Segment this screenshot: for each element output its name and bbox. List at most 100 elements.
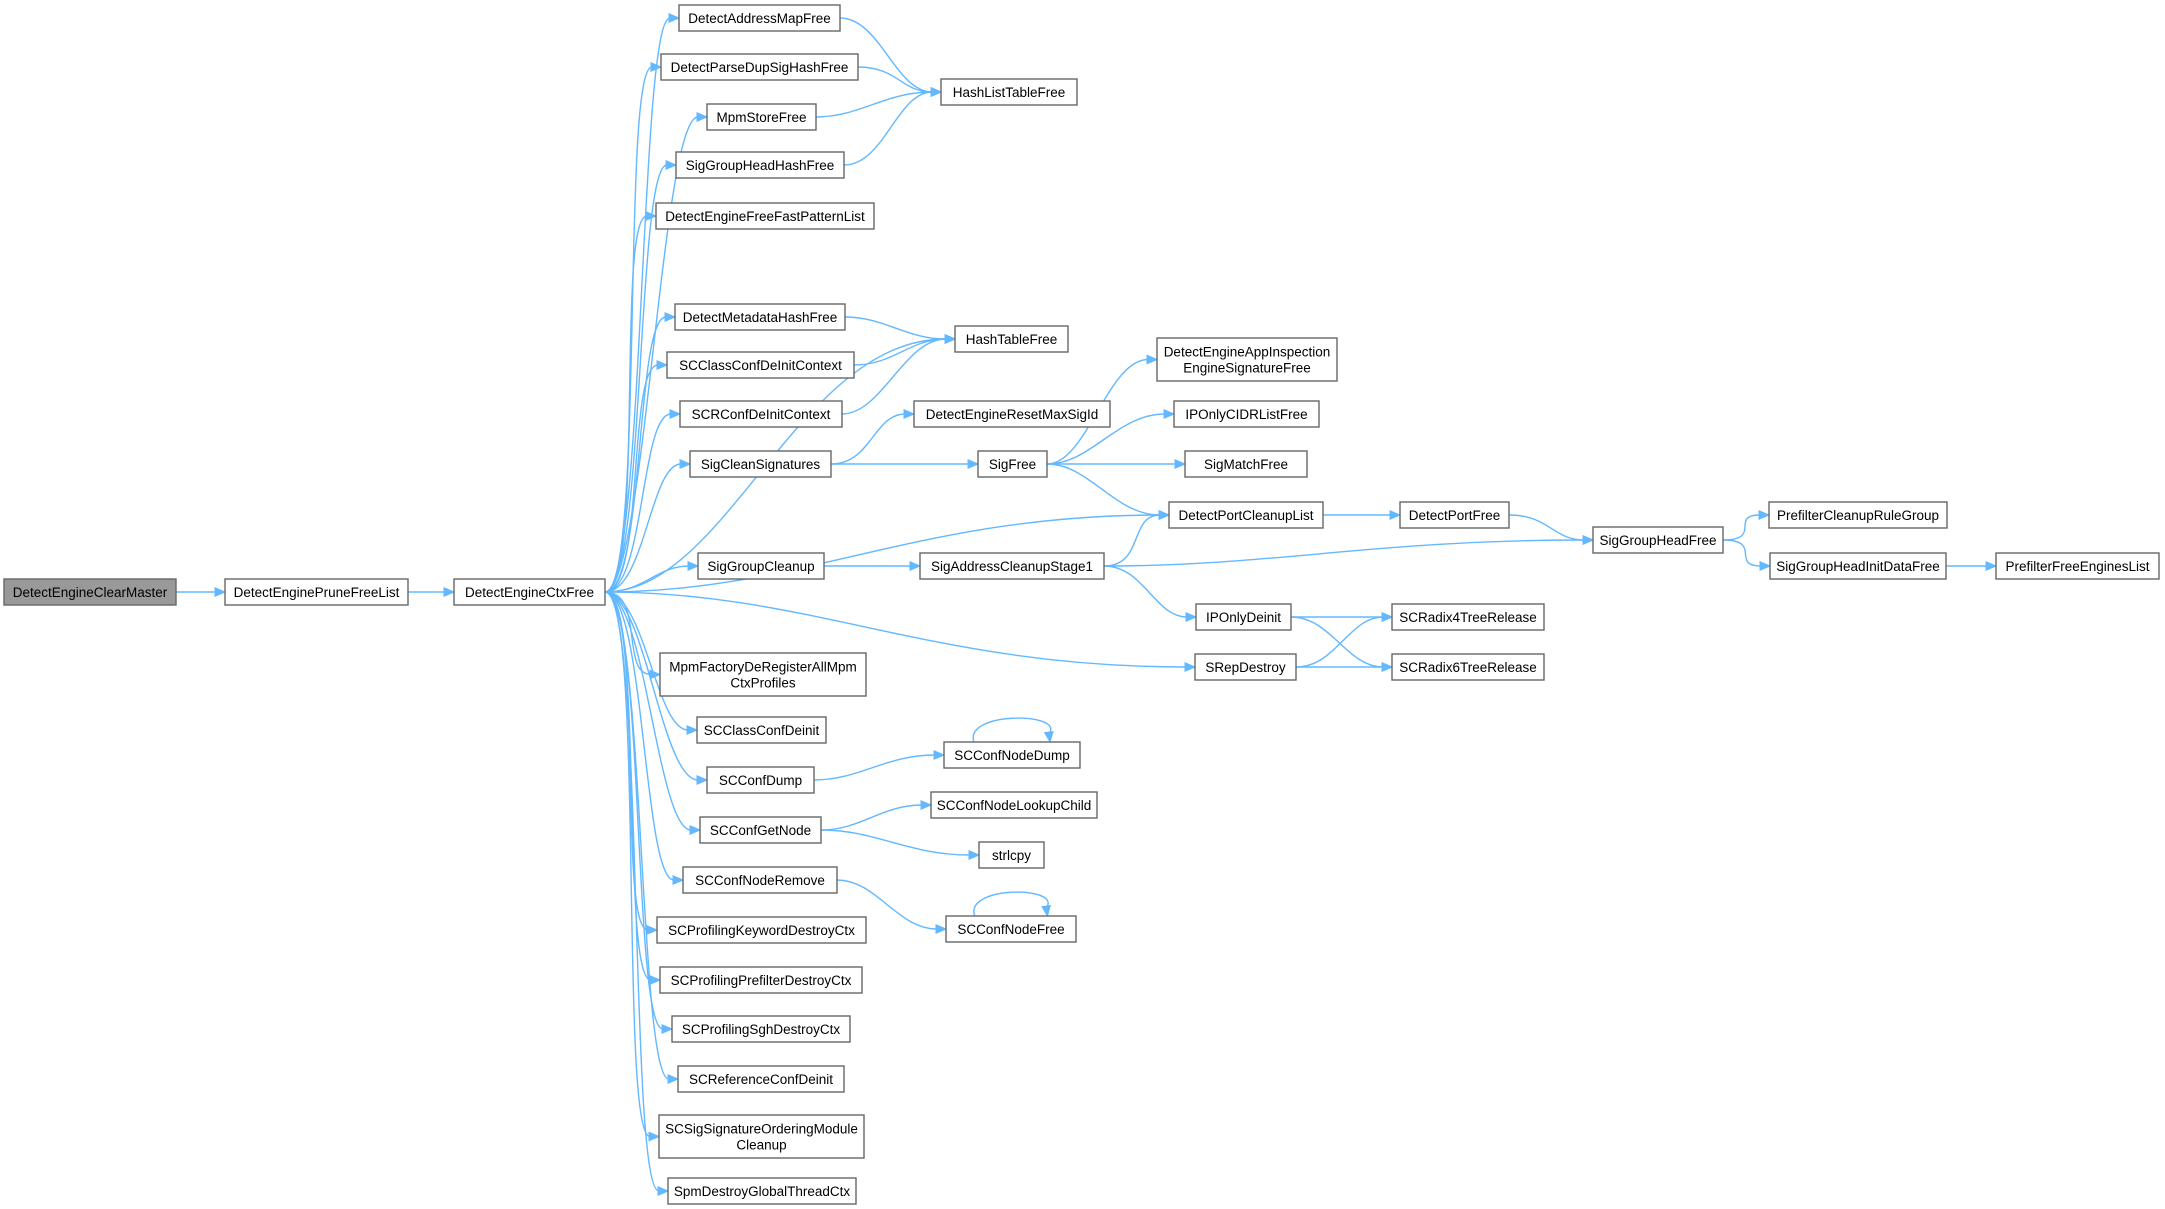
node-mpm-store-free[interactable]: MpmStoreFree (706, 103, 817, 131)
node-scconf-node-free[interactable]: SCConfNodeFree (945, 915, 1077, 943)
edge-line (604, 565, 690, 593)
node-sig-address-cleanup-stage1[interactable]: SigAddressCleanupStage1 (919, 552, 1105, 580)
edge-detect-engine-clear-master-to-detect-engine-prune-free-list (176, 587, 227, 597)
node-srep-destroy[interactable]: SRepDestroy (1194, 653, 1297, 681)
node-box (659, 966, 863, 994)
node-box (1995, 552, 2160, 580)
edge-detect-engine-ctx-free-to-sig-clean-signatures (604, 459, 692, 593)
node-detect-engine-clear-master[interactable]: DetectEngineClearMaster (3, 578, 177, 606)
node-scradix6-tree-release[interactable]: SCRadix6TreeRelease (1391, 653, 1545, 681)
node-hash-list-table-free[interactable]: HashListTableFree (940, 78, 1078, 106)
node-detect-engine-app-inspection-engine-signature-free[interactable]: DetectEngineAppInspectionEngineSignature… (1156, 337, 1338, 382)
node-box (674, 303, 846, 331)
edge-sig-group-head-free-to-sig-group-head-init-data-free (1722, 539, 1772, 571)
node-scclass-conf-de-init-context[interactable]: SCClassConfDeInitContext (666, 351, 855, 379)
node-detect-port-cleanup-list[interactable]: DetectPortCleanupList (1168, 501, 1324, 529)
edge-line (604, 364, 659, 593)
node-label: SCClassConfDeinit (704, 723, 820, 738)
node-label: DetectPortCleanupList (1178, 508, 1313, 523)
edge-arrowhead (679, 459, 692, 469)
edge-line (841, 338, 947, 415)
node-box (660, 53, 859, 81)
edge-line (836, 879, 938, 930)
node-detect-engine-prune-free-list[interactable]: DetectEnginePruneFreeList (224, 578, 409, 606)
node-scconf-dump[interactable]: SCConfDump (706, 766, 815, 794)
edge-scconf-get-node-to-scconf-node-lookup-child (820, 800, 933, 831)
node-box (697, 552, 825, 580)
edge-arrowhead (1582, 535, 1595, 545)
node-scconf-node-lookup-child[interactable]: SCConfNodeLookupChild (930, 791, 1098, 819)
node-prefilter-cleanup-rule-group[interactable]: PrefilterCleanupRuleGroup (1768, 501, 1948, 529)
edge-line (972, 717, 1052, 743)
edge-line (844, 316, 947, 340)
edge-line (604, 591, 692, 831)
edge-detect-engine-ctx-free-to-srep-destroy (604, 591, 1197, 672)
node-screference-conf-deinit[interactable]: SCReferenceConfDeinit (677, 1065, 845, 1093)
node-scconf-get-node[interactable]: SCConfGetNode (699, 816, 822, 844)
node-sig-group-head-hash-free[interactable]: SigGroupHeadHashFree (675, 151, 845, 179)
edge-line (604, 591, 660, 1192)
edge-arrowhead (1985, 561, 1998, 571)
node-hash-table-free[interactable]: HashTableFree (954, 325, 1069, 353)
node-box (913, 400, 1111, 428)
node-label: SCSigSignatureOrderingModule (665, 1122, 858, 1137)
edge-arrowhead (909, 561, 922, 571)
node-box (696, 716, 827, 744)
node-sig-match-free[interactable]: SigMatchFree (1184, 450, 1308, 478)
edge-arrowhead (649, 975, 662, 985)
edge-detect-port-cleanup-list-to-detect-port-free (1323, 510, 1402, 520)
node-scprofiling-prefilter-destroy-ctx[interactable]: SCProfilingPrefilterDestroyCtx (659, 966, 863, 994)
node-sig-group-head-init-data-free[interactable]: SigGroupHeadInitDataFree (1769, 552, 1947, 580)
node-detect-address-map-free[interactable]: DetectAddressMapFree (678, 4, 841, 32)
node-detect-metadata-hash-free[interactable]: DetectMetadataHashFree (674, 303, 846, 331)
edge-arrowhead (443, 587, 456, 597)
edge-sig-clean-signatures-to-sig-free (831, 459, 980, 469)
node-sig-group-cleanup[interactable]: SigGroupCleanup (697, 552, 825, 580)
node-label: SCRadix4TreeRelease (1399, 610, 1537, 625)
node-scprofiling-keyword-destroy-ctx[interactable]: SCProfilingKeywordDestroyCtx (656, 916, 867, 944)
node-detect-engine-reset-max-sig-id[interactable]: DetectEngineResetMaxSigId (913, 400, 1111, 428)
node-label: SCConfNodeFree (957, 922, 1064, 937)
node-sig-clean-signatures[interactable]: SigCleanSignatures (689, 450, 832, 478)
edge-arrowhead (661, 1024, 674, 1034)
node-iponly-deinit[interactable]: IPOnlyDeinit (1195, 603, 1292, 631)
node-sig-free[interactable]: SigFree (977, 450, 1048, 478)
node-strlcpy[interactable]: strlcpy (978, 841, 1045, 869)
edge-arrowhead (1184, 662, 1197, 672)
edge-sig-group-cleanup-to-sig-address-cleanup-stage1 (824, 561, 922, 571)
node-detect-engine-free-fast-pattern-list[interactable]: DetectEngineFreeFastPatternList (655, 202, 875, 230)
node-label: SCProfilingSghDestroyCtx (682, 1022, 841, 1037)
node-iponly-cidrlist-free[interactable]: IPOnlyCIDRListFree (1173, 400, 1320, 428)
node-scclass-conf-deinit[interactable]: SCClassConfDeinit (696, 716, 827, 744)
node-box (945, 915, 1077, 943)
node-spm-destroy-global-thread-ctx[interactable]: SpmDestroyGlobalThreadCtx (667, 1177, 857, 1205)
node-box (453, 578, 606, 606)
node-prefilter-free-engines-list[interactable]: PrefilterFreeEnginesList (1995, 552, 2160, 580)
edge-scconf-node-dump-to-scconf-node-dump (972, 717, 1054, 744)
edge-sig-clean-signatures-to-detect-engine-reset-max-sig-id (830, 409, 916, 465)
edge-line (1722, 539, 1762, 567)
node-label: Cleanup (736, 1138, 786, 1153)
node-detect-port-free[interactable]: DetectPortFree (1399, 501, 1510, 529)
node-scrconf-de-init-context[interactable]: SCRConfDeInitContext (679, 400, 843, 428)
node-sig-group-head-free[interactable]: SigGroupHeadFree (1592, 526, 1724, 554)
edge-arrowhead (1758, 510, 1771, 520)
node-scconf-node-remove[interactable]: SCConfNodeRemove (682, 866, 838, 894)
node-box (978, 841, 1045, 869)
node-detect-parse-dup-sig-hash-free[interactable]: DetectParseDupSigHashFree (660, 53, 859, 81)
node-label: SigGroupHeadInitDataFree (1776, 559, 1940, 574)
node-box (1194, 653, 1297, 681)
edge-arrowhead (935, 924, 948, 934)
edge-sig-address-cleanup-stage1-to-sig-group-head-free (1103, 535, 1595, 567)
node-box (977, 450, 1048, 478)
edge-arrowhead (650, 62, 663, 72)
edge-arrowhead (669, 409, 682, 419)
node-scprofiling-sgh-destroy-ctx[interactable]: SCProfilingSghDestroyCtx (671, 1015, 851, 1043)
node-box (943, 741, 1081, 769)
node-detect-engine-ctx-free[interactable]: DetectEngineCtxFree (453, 578, 606, 606)
edge-line (820, 829, 971, 856)
node-scconf-node-dump[interactable]: SCConfNodeDump (943, 741, 1081, 769)
node-scradix4-tree-release[interactable]: SCRadix4TreeRelease (1391, 603, 1545, 631)
